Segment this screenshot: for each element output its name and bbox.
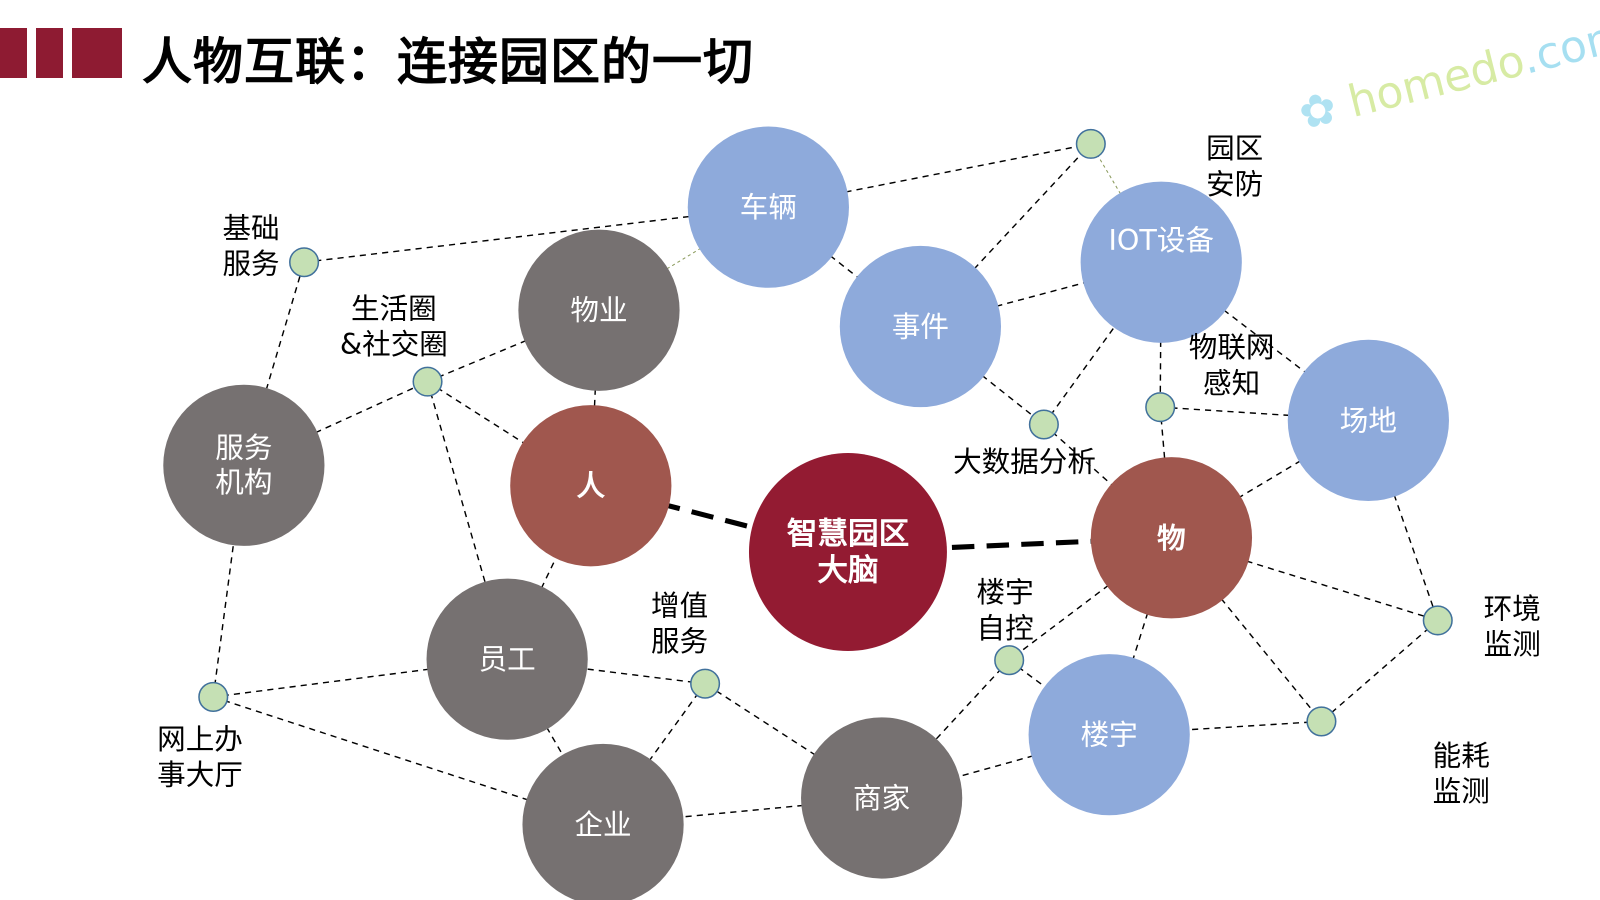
point-dot (1306, 706, 1337, 737)
node-circle (426, 578, 588, 740)
node-circle (748, 453, 947, 652)
point-dot (994, 645, 1025, 676)
node-circle (510, 405, 672, 567)
point-label: 物联网感知 (1189, 330, 1275, 400)
node-merchant[interactable]: 商家 (801, 717, 963, 879)
node-building[interactable]: 楼宇 (1028, 654, 1190, 816)
node-circle (518, 229, 680, 391)
node-staff[interactable]: 员工 (426, 578, 588, 740)
point-security[interactable]: 园区安防 (1075, 128, 1264, 201)
title-accent-bar (36, 28, 63, 78)
point-bigdata[interactable]: 大数据分析 (953, 409, 1096, 478)
edge-vehicle-security (768, 143, 1091, 208)
point-basic[interactable]: 基础服务 (222, 211, 320, 281)
node-event[interactable]: 事件 (839, 245, 1002, 408)
node-circle (1028, 654, 1190, 816)
node-circle (839, 245, 1002, 408)
point-label: 网上办事大厅 (157, 722, 243, 792)
node-label: 智慧园区大脑 (787, 517, 909, 589)
point-env[interactable]: 环境监测 (1422, 591, 1541, 661)
node-label: 服务机构 (215, 431, 272, 499)
node-label: 楼宇 (1081, 718, 1138, 752)
node-circle (1090, 457, 1253, 619)
point-dot (1075, 128, 1106, 159)
point-value[interactable]: 增值服务 (651, 588, 721, 699)
point-label: 能耗监测 (1433, 738, 1490, 808)
node-person[interactable]: 人 (510, 405, 672, 567)
node-label: 商家 (853, 781, 910, 815)
point-label: 楼宇自控 (977, 575, 1034, 645)
point-bas[interactable]: 楼宇自控 (977, 575, 1034, 676)
node-circle (801, 717, 963, 879)
node-label: 员工 (479, 642, 536, 676)
node-circle (687, 126, 849, 288)
node-property[interactable]: 物业 (518, 229, 680, 391)
page-title: 人物互联：连接园区的一切 (142, 33, 754, 91)
edge-bigdata-thing (1043, 423, 1172, 539)
point-dot (412, 366, 443, 397)
node-iot[interactable]: IOT设备 (1080, 181, 1242, 343)
title-accent-bar (72, 28, 122, 78)
point-label: 增值服务 (651, 588, 708, 658)
point-social[interactable]: 生活圈&社交圈 (340, 291, 448, 397)
node-label: 场地 (1340, 403, 1397, 437)
node-label: 人 (577, 469, 606, 503)
point-label: 园区安防 (1206, 131, 1263, 201)
node-label: 物 (1157, 521, 1186, 555)
edge-env-energy (1320, 619, 1439, 722)
point-sensing[interactable]: 物联网感知 (1145, 330, 1275, 423)
point-label: 环境监测 (1484, 591, 1541, 661)
node-site[interactable]: 场地 (1287, 339, 1449, 502)
edge-social-property (427, 309, 600, 383)
node-label: 企业 (574, 807, 631, 841)
edge-energy-building (1109, 720, 1322, 736)
edge-event-security (919, 143, 1092, 328)
node-label: 事件 (892, 310, 949, 344)
nodes: 车辆物业事件 IOT设备场地服务机构人智慧园区大脑 物员工楼宇商家企业 (163, 126, 1449, 900)
node-enterprise[interactable]: 企业 (522, 743, 684, 900)
point-label: 基础服务 (222, 211, 279, 281)
node-circle (522, 743, 684, 900)
point-label: 生活圈&社交圈 (340, 291, 448, 361)
node-brain[interactable]: 智慧园区大脑 (748, 453, 947, 652)
point-energy[interactable]: 能耗监测 (1306, 706, 1490, 808)
node-circle (1287, 339, 1449, 502)
point-dot (1145, 392, 1176, 423)
edge-bas-merchant (881, 659, 1010, 799)
node-vehicle[interactable]: 车辆 (687, 126, 849, 288)
point-dot (198, 681, 229, 712)
node-label: 车辆 (740, 190, 797, 224)
node-label: 物业 (570, 293, 627, 327)
point-dot (690, 668, 721, 699)
point-dot (1422, 605, 1453, 636)
node-label: IOT设备 (1108, 223, 1213, 257)
node-thing[interactable]: 物 (1090, 457, 1253, 619)
point-label: 大数据分析 (953, 444, 1096, 478)
point-dot (1028, 409, 1059, 440)
node-service_org[interactable]: 服务机构 (163, 384, 325, 546)
node-circle (163, 384, 325, 546)
node-circle (1080, 181, 1242, 343)
point-dot (289, 247, 320, 278)
point-online[interactable]: 网上办事大厅 (157, 681, 243, 792)
title-accent-bar (0, 28, 27, 78)
